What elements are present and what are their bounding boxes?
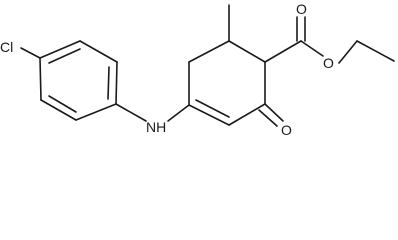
bond-r5-r6 [188,40,230,63]
bond-ketone-2 [258,109,278,127]
molecule-structure-diagram: Cl NH O O O [0,1,395,138]
ketone-oxygen-label: O [281,122,292,138]
bond-c1-cl [20,47,41,59]
bond-c4-c5 [75,103,117,121]
bond-r4-r5 [228,40,266,63]
double-bond-r1-r2 [195,99,230,118]
aromatic-double-bond-3 [48,95,77,113]
amine-atom-label: NH [146,119,166,135]
bond-c2-c3 [79,40,118,63]
bond-r1-r2 [188,104,230,126]
chlorophenyl-ring [39,40,118,121]
bond-oxygen-ch2 [338,40,358,64]
bond-ester-carbon-oxygen [300,40,324,57]
bond-nh-ring [167,104,190,122]
bond-ch2-ch3 [356,40,395,62]
bond-c3-c4 [115,61,118,105]
ester-carbonyl-oxygen-label: O [296,1,307,17]
bond-ketone-1 [264,103,284,122]
bond-aryl-nh [115,103,147,122]
ester-oxygen-label: O [323,55,334,71]
aromatic-double-bond-1 [48,48,81,64]
bond-c5-c6 [40,99,77,121]
bond-r2-r3 [228,103,266,126]
cyclohexenone-ring [188,40,266,126]
bond-ring-ester-carbon [264,40,302,63]
chlorine-atom-label: Cl [0,39,13,55]
aromatic-double-bond-2 [107,66,110,100]
bond-c6-c1 [39,57,42,101]
bond-c1-c2 [39,40,81,59]
